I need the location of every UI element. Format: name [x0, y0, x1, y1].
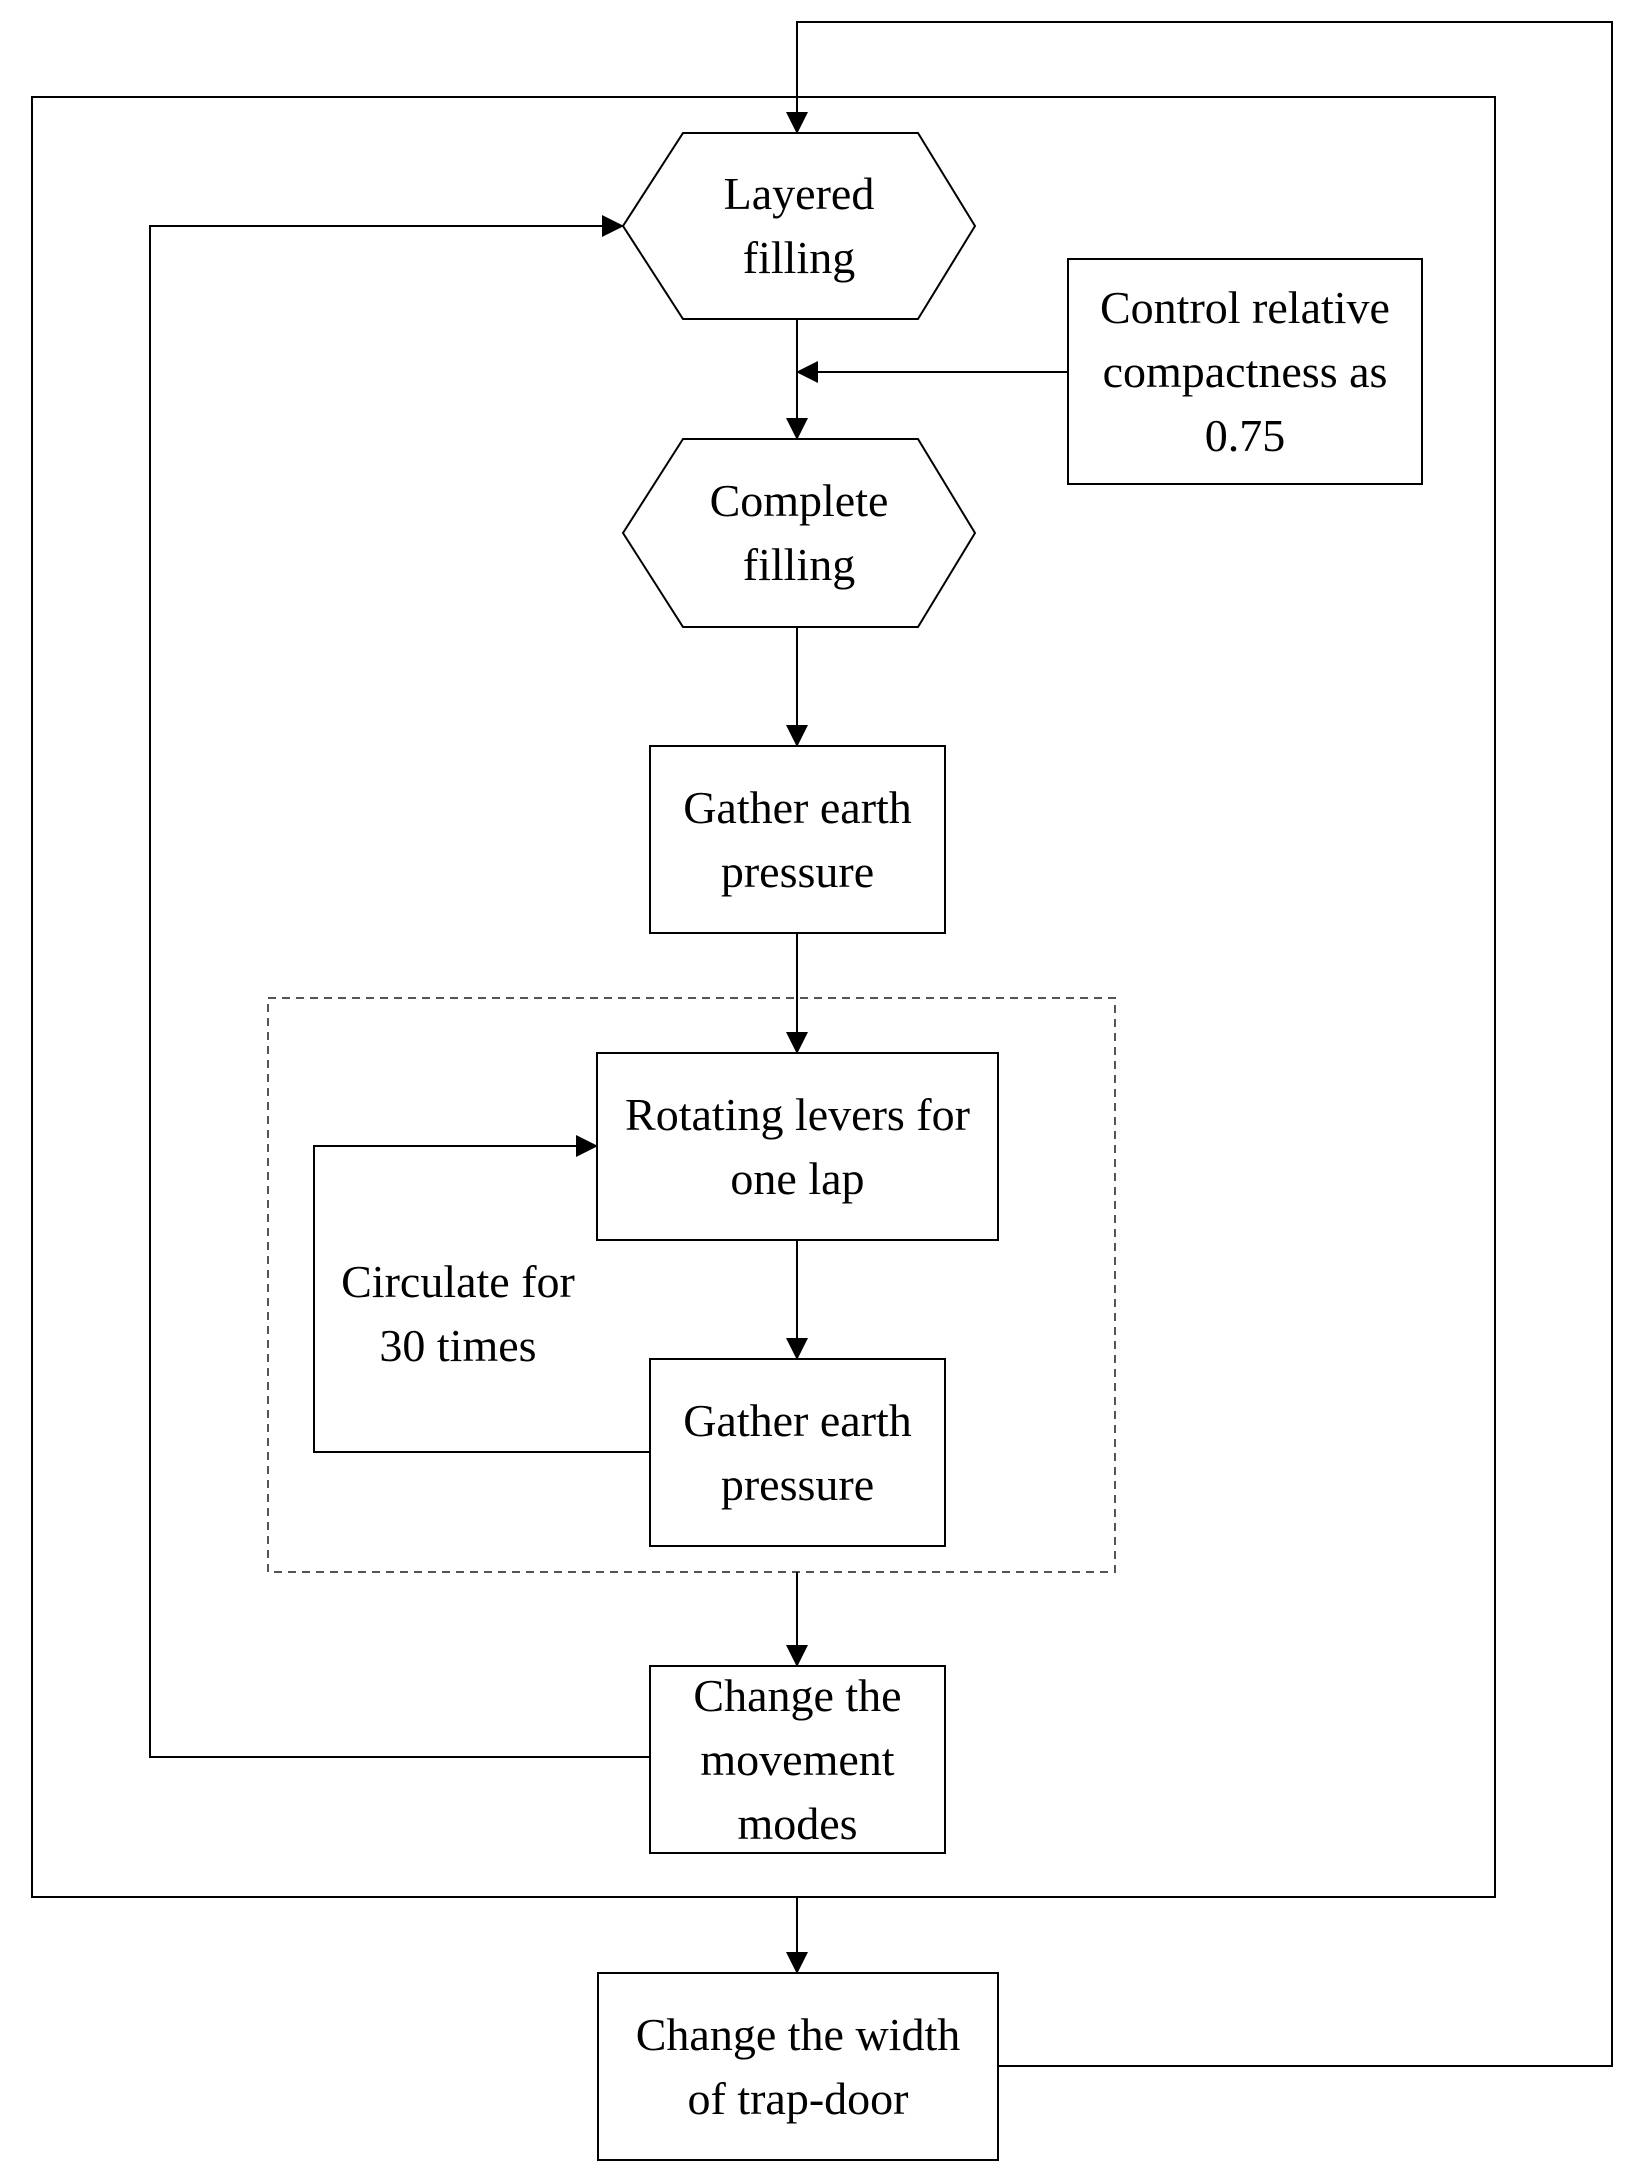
- complete-filling-label: Complete filling: [623, 439, 975, 627]
- rotating-levers-line-1: Rotating levers for: [625, 1088, 970, 1140]
- change-movement-line-1: Change the: [693, 1669, 902, 1721]
- circulate-line-2: 30 times: [379, 1320, 537, 1371]
- rotating-levers-box: [596, 1052, 999, 1241]
- layered-filling-label: Layered filling: [623, 133, 975, 319]
- complete-filling-hexagon: [621, 438, 977, 628]
- repeat-group-dashed-box: [267, 997, 1116, 1573]
- gather-pressure-1-line-2: pressure: [720, 845, 875, 897]
- gather-pressure-1-label: Gather earth pressure: [650, 746, 945, 933]
- rotating-levers-label: Rotating levers for one lap: [597, 1053, 998, 1240]
- change-width-label: Change the width of trap-door: [598, 1973, 998, 2160]
- change-movement-label: Change the movement modes: [650, 1666, 945, 1853]
- gather-pressure-box-1: [649, 745, 946, 934]
- layered-filling-line-2: filling: [742, 232, 856, 283]
- movement-return-connector: [149, 215, 650, 1758]
- complete-filling-line-1: Complete: [709, 475, 889, 526]
- control-compactness-label: Control relative compactness as 0.75: [1068, 259, 1422, 484]
- gather-pressure-2-line-1: Gather earth: [683, 1394, 912, 1446]
- change-movement-line-2: movement: [700, 1733, 895, 1785]
- complete-filling-line-2: filling: [742, 539, 856, 590]
- circulate-loop-label: Circulate for 30 times: [318, 1250, 598, 1378]
- circulate-line-1: Circulate for: [341, 1256, 575, 1307]
- gather-pressure-2-label: Gather earth pressure: [650, 1359, 945, 1546]
- change-width-line-2: of trap-door: [687, 2072, 909, 2124]
- change-width-line-1: Change the width: [635, 2008, 961, 2060]
- control-compactness-line-2: compactness as: [1102, 345, 1388, 397]
- control-compactness-line-1: Control relative: [1100, 281, 1390, 333]
- layered-filling-line-1: Layered: [723, 168, 875, 219]
- return-from-width-connector: [786, 21, 1613, 2067]
- circulate-loop-connector: [313, 1135, 650, 1453]
- rotating-levers-line-2: one lap: [730, 1152, 865, 1204]
- change-movement-line-3: modes: [737, 1797, 858, 1849]
- control-compactness-box: [1067, 258, 1423, 485]
- outer-loop-frame: [31, 96, 1496, 1898]
- gather-pressure-1-line-1: Gather earth: [683, 781, 912, 833]
- change-width-box: [597, 1972, 999, 2161]
- control-compactness-line-3: 0.75: [1204, 409, 1286, 461]
- gather-pressure-2-line-2: pressure: [720, 1458, 875, 1510]
